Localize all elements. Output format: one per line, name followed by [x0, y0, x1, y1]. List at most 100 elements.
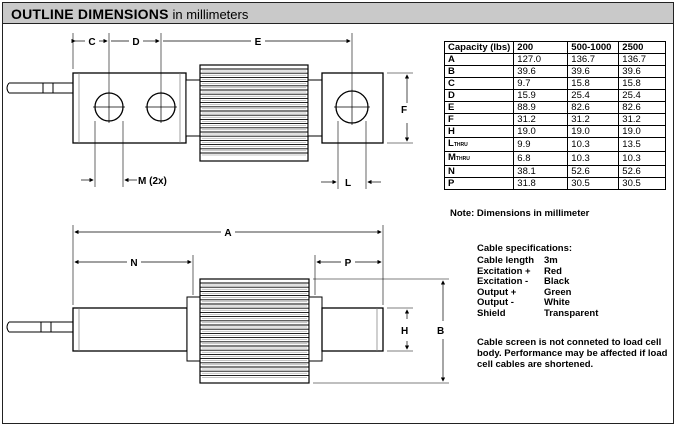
dimension-name-cell: LTHRU	[443, 137, 515, 152]
cable-spec-row: Cable length 3m	[477, 255, 598, 267]
cable-spec-key: Cable length	[477, 255, 535, 266]
dimension-value-cell: 82.6	[567, 101, 620, 114]
dim-l-label: L	[345, 178, 351, 189]
table-header-cell: 500-1000	[567, 41, 620, 54]
cable-spec-row: Output + Green	[477, 286, 598, 299]
dimension-value-cell: 38.1	[513, 165, 569, 178]
outline-drawing: C D E F M (2x)	[6, 33, 449, 384]
dimension-name-cell: D	[443, 89, 515, 102]
cable-spec-row: Output -White	[477, 297, 598, 309]
dimension-value-cell: 15.8	[567, 77, 620, 90]
section-header: OUTLINE DIMENSIONS in millimeters	[3, 3, 673, 24]
dimension-value-cell: 15.9	[513, 89, 569, 102]
table-header-cell: Capacity (lbs)	[443, 41, 515, 54]
dim-p-label: P	[345, 258, 352, 269]
dimension-value-cell: 30.5	[618, 177, 667, 190]
table-header-row: Capacity (lbs) 200 500-1000 2500	[443, 41, 667, 54]
dimension-value-cell: 19.0	[567, 125, 620, 138]
dimension-name-cell: C	[443, 77, 515, 90]
dim-m-label: M (2x)	[138, 176, 167, 187]
dim-h-label: H	[401, 326, 408, 337]
dimension-value-cell: 10.3	[567, 137, 620, 152]
dimension-value-cell: 31.2	[513, 113, 569, 126]
top-view: C D E F M (2x)	[6, 33, 413, 189]
cable-spec-row: Shield Transparent	[477, 307, 599, 320]
outline-dimensions-panel: OUTLINE DIMENSIONS in millimeters	[2, 2, 674, 424]
dimension-value-cell: 31.8	[513, 177, 569, 190]
dimension-value-cell: 9.7	[513, 77, 569, 90]
cable-spec-key: Output +	[477, 286, 517, 298]
dimension-name: D	[448, 90, 455, 101]
dimension-name: E	[448, 102, 455, 113]
cable-spec-value: Green	[544, 286, 572, 298]
dimension-value-cell: 52.6	[567, 165, 620, 178]
dimension-name-cell: A	[443, 53, 515, 66]
dimension-value-cell: 39.6	[618, 65, 667, 78]
cable-spec-key: Shield	[477, 307, 506, 319]
section-subtitle: in millimeters	[172, 7, 249, 22]
dimension-name-cell: E	[443, 101, 515, 114]
cable-spec-row: Excitation + Red	[477, 265, 598, 278]
cable-spec-key: Excitation -	[477, 276, 529, 287]
dimension-value-cell: 25.4	[567, 89, 620, 102]
dimension-name-cell: H	[443, 125, 515, 138]
dimension-value-cell: 52.6	[618, 165, 667, 178]
dim-b-label: B	[437, 326, 444, 337]
cable-spec-row: Excitation - Black	[477, 276, 598, 288]
dimension-name-cell: N	[443, 165, 515, 178]
dimension-name: C	[448, 78, 455, 89]
dimension-value-cell: 82.6	[618, 101, 667, 114]
cable-spec-value: Transparent	[544, 307, 599, 319]
dim-e-label: E	[255, 37, 262, 48]
dimension-value-cell: 10.3	[618, 151, 667, 166]
dimension-name: N	[448, 166, 455, 177]
dimension-value-cell: 136.7	[618, 53, 667, 66]
dimension-name: P	[448, 178, 455, 189]
section-title: OUTLINE DIMENSIONS	[11, 6, 169, 22]
dimension-subscript: THRU	[453, 142, 468, 148]
cable-spec-value: Black	[544, 276, 570, 287]
dimension-value-cell: 30.5	[567, 177, 620, 190]
table-header-cell: 200	[513, 41, 569, 54]
dim-a-label: A	[224, 228, 231, 239]
dimension-value-cell: 9.9	[513, 137, 569, 152]
dimension-name: A	[448, 54, 455, 65]
dimension-value-cell: 39.6	[567, 65, 620, 78]
dim-c-label: C	[88, 37, 95, 48]
dimension-value-cell: 31.2	[567, 113, 620, 126]
dimension-name-cell: F	[443, 113, 515, 126]
dimension-value-cell: 15.8	[618, 77, 667, 90]
dimension-value-cell: 39.6	[513, 65, 569, 78]
dimension-value-cell: 136.7	[567, 53, 620, 66]
dimension-value-cell: 127.0	[513, 53, 569, 66]
dimension-value-cell: 25.4	[618, 89, 667, 102]
dim-n-label: N	[130, 258, 137, 269]
dimension-value-cell: 6.8	[513, 151, 569, 166]
dimension-name-cell: B	[443, 65, 515, 78]
dimension-value-cell: 19.0	[513, 125, 569, 138]
dimension-value-cell: 19.0	[618, 125, 667, 138]
dimension-name-cell: P	[443, 177, 515, 190]
dimension-value-cell: 13.5	[618, 137, 667, 152]
dimension-value-cell: 10.3	[567, 151, 620, 166]
dimension-subscript: THRU	[455, 156, 470, 162]
dim-f-label: F	[401, 105, 407, 116]
cable-warning: Cable screen is not conneted to load cel…	[477, 337, 668, 370]
dimension-value-cell: 31.2	[618, 113, 667, 126]
dim-d-label: D	[132, 37, 139, 48]
dimension-name: L	[448, 138, 454, 149]
cable-spec-key: Excitation +	[477, 265, 531, 277]
cable-spec-value: Red	[544, 265, 562, 277]
cable-spec-value: 3m	[544, 255, 558, 266]
dimension-name: M	[448, 152, 456, 163]
